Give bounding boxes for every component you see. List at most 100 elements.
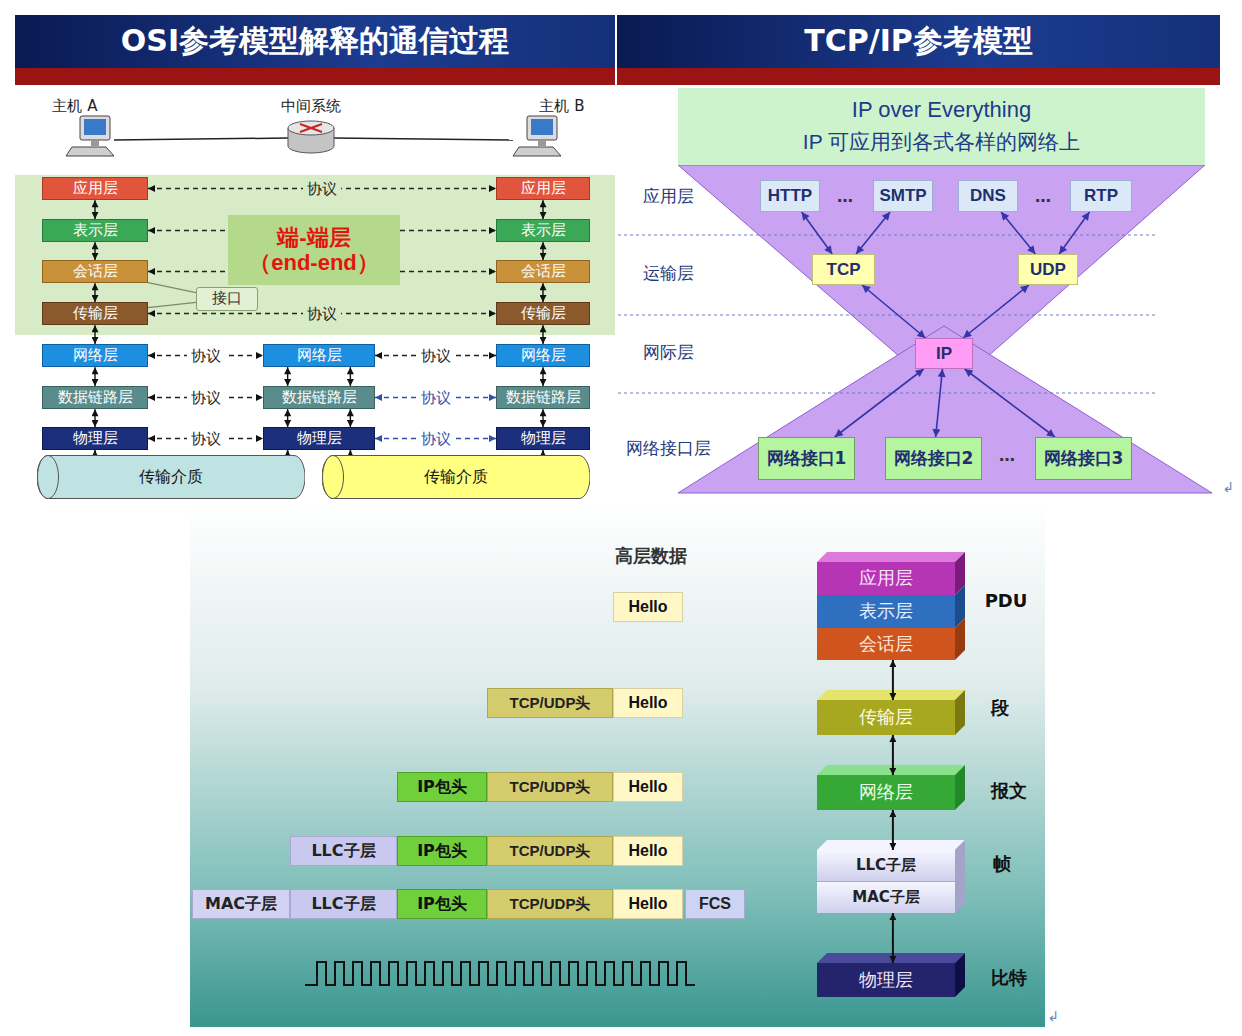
node-text: Hello [628, 842, 667, 860]
pdu-name: PDU [985, 590, 1028, 611]
layer-arrow [94, 200, 95, 219]
node-text: 传输介质 [133, 468, 209, 486]
data-cell: Hello [613, 688, 683, 718]
stand [538, 140, 546, 146]
interface-leader [148, 283, 196, 293]
stack-arrow [856, 212, 890, 254]
layer-box: 物理层 [496, 427, 590, 450]
node-text: TCP/UDP头 [510, 694, 591, 711]
layer-arrow [542, 242, 543, 260]
node-text: SMTP [879, 186, 926, 206]
header-cell: LLC子层 [290, 889, 397, 919]
layer-arrow [542, 325, 543, 344]
node-text: Hello [628, 598, 667, 616]
ellipsis: … [1035, 187, 1051, 206]
node-text: MAC子层 [852, 889, 920, 906]
node-text: 物理层 [297, 430, 342, 447]
stack-layer: 网络层 [817, 775, 955, 810]
transport-box: UDP [1018, 254, 1078, 285]
network-wire [114, 138, 288, 140]
layer-box: 数据链路层 [42, 386, 148, 409]
data-cell: Hello [613, 889, 683, 919]
transport-box: TCP [812, 254, 875, 285]
layer-box: 网络层 [42, 344, 148, 367]
host-label: 主机 A [52, 97, 97, 116]
pdu-name: 帧 [993, 852, 1011, 876]
host-label: 主机 B [539, 97, 584, 116]
header-cell: TCP/UDP头 [487, 836, 613, 866]
node-text: FCS [699, 895, 731, 913]
monitor [527, 116, 557, 140]
node-text: 传输介质 [418, 468, 494, 486]
hourglass-bottom [678, 326, 1212, 493]
node-text: 网络层 [859, 782, 913, 803]
host-label: 中间系统 [281, 97, 341, 116]
face [955, 840, 965, 913]
node-text: 物理层 [73, 430, 118, 447]
layer-arrow [287, 409, 288, 427]
face [817, 690, 965, 700]
node-text: 表示层 [521, 222, 566, 239]
bit-waveform [305, 962, 695, 985]
screen [531, 119, 553, 135]
node-text: 网络接口2 [894, 449, 974, 469]
pdu-name: 报文 [991, 779, 1027, 803]
header-cell: IP包头 [397, 772, 487, 802]
protocol-label: 协议 [417, 429, 455, 448]
protocol-box: HTTP [760, 180, 820, 212]
face [955, 765, 965, 810]
cylinder-body [322, 456, 590, 499]
router-icon [288, 121, 334, 153]
layer-separator [618, 393, 1155, 394]
node-text: Hello [628, 895, 667, 913]
stack-arrow [936, 369, 943, 437]
layer-arrow [94, 242, 95, 260]
end-end-box: 端-端层（end-end） [228, 215, 400, 285]
layer-arrow [542, 409, 543, 427]
layer-arrow [94, 325, 95, 344]
stack-arrow [802, 212, 833, 254]
connectors [95, 189, 1089, 964]
node-text: 应用层 [521, 180, 566, 197]
layer-arrow [542, 367, 543, 386]
network-wire [334, 138, 513, 140]
title-bar: TCP/IP参考模型 [617, 15, 1220, 85]
banner-band: IP over Everything IP 可应用到各式各样的网络上 [678, 88, 1205, 165]
protocol-box: RTP [1070, 180, 1132, 212]
ip-box: IP [915, 338, 973, 369]
header-cell: TCP/UDP头 [487, 688, 613, 718]
layer-arrow [892, 660, 894, 700]
stack-arrow [965, 369, 1055, 437]
layer-arrow [892, 810, 894, 850]
data-cell: Hello [613, 772, 683, 802]
face [955, 690, 965, 735]
node-text: OSI参考模型解释的通信过程 [121, 24, 509, 59]
layer-box: 应用层 [42, 177, 148, 200]
node-text: IP over Everything [852, 97, 1031, 122]
protocol-box: DNS [958, 180, 1018, 212]
monitor [80, 116, 110, 140]
layer-box: 物理层 [263, 427, 375, 450]
router-arrow [300, 124, 322, 132]
node-text: 网络层 [297, 347, 342, 364]
node-text: 数据链路层 [506, 389, 581, 406]
stack-layer: LLC子层 [817, 850, 955, 881]
node-text: IP包头 [417, 842, 467, 860]
cylinder-end [323, 456, 344, 499]
layer-box: 数据链路层 [496, 386, 590, 409]
node-text: RTP [1084, 186, 1118, 206]
node-text: 网络层 [73, 347, 118, 364]
node-text: MAC子层 [205, 895, 277, 913]
node-text: 应用层 [73, 180, 118, 197]
pdu-name: 比特 [991, 966, 1027, 990]
screen [84, 119, 106, 135]
interface-box: 网络接口1 [758, 437, 855, 480]
stack-layer: 表示层 [817, 595, 955, 628]
layer-box: 传输层 [496, 302, 590, 325]
node-text: TCP/UDP头 [510, 895, 591, 912]
node-text: IP 可应用到各式各样的网络上 [803, 128, 1080, 156]
encapsulation-ground [190, 503, 1045, 1027]
layer-arrow [892, 735, 894, 775]
node-text: 接口 [212, 290, 242, 307]
interface-callout: 接口 [196, 287, 258, 311]
